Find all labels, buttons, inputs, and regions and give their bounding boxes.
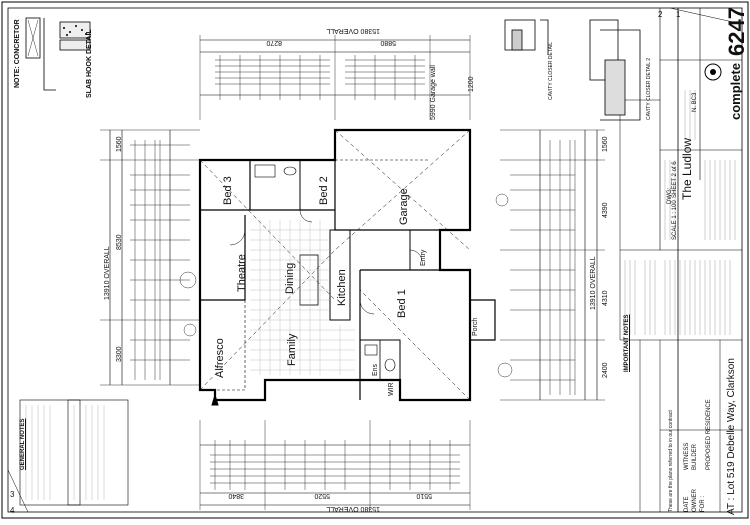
dim-right-d: 2400	[602, 362, 609, 378]
dim-bottom-c: 5510	[416, 492, 432, 499]
dim-bottom-b: 5520	[314, 492, 330, 499]
slab-hook-detail	[25, 17, 91, 91]
inner-border	[7, 7, 743, 513]
garage-wall-note: 5990 Garage wall	[430, 65, 437, 120]
dim-bottom-a: 3840	[228, 492, 244, 499]
scale-label: SCALE 1 : 100	[672, 200, 678, 240]
room-entry: Entry	[420, 249, 427, 266]
logo-icon	[704, 63, 722, 81]
cavity-closer-detail-2: CAVITY CLOSER DETAIL 2	[646, 57, 652, 120]
owner-label: OWNER	[692, 489, 698, 512]
dim-left-a: 1560	[116, 136, 123, 152]
bathroom-fixtures	[254, 164, 396, 372]
room-bed2: Bed 2	[318, 176, 330, 205]
job-number: 6247	[724, 7, 749, 56]
witness-label: WITNESS	[684, 442, 690, 470]
dim-right-overall: 13910 OVERALL	[590, 256, 597, 310]
slab-hook-title: SLAB HOOK DETAIL	[86, 29, 93, 98]
sheet-label: SHEET 2 of 6	[672, 161, 678, 198]
roof-lines	[199, 129, 471, 401]
cavity-closer-detail	[504, 19, 641, 121]
floor-tile-grid	[250, 220, 355, 375]
room-dining: Dining	[284, 262, 296, 294]
concretor-note-title: NOTE: CONCRETOR	[14, 19, 21, 88]
dim-bottom-overall: 15380 OVERALL	[326, 505, 380, 512]
brand-name: complete	[728, 62, 743, 120]
date-label: DATE	[684, 496, 690, 512]
room-porch: Porch	[472, 317, 479, 336]
alfresco-area	[199, 299, 246, 391]
room-bed3: Bed 3	[222, 176, 234, 205]
for-label: FOR :	[700, 496, 706, 512]
dim-left-overall: 13910 OVERALL	[104, 246, 111, 300]
door-swings	[229, 209, 423, 315]
dim-top-b: 5880	[380, 39, 396, 46]
dim-right-c: 4310	[602, 290, 609, 306]
dim-top-c: 1200	[468, 76, 475, 92]
dim-right-a: 1560	[602, 136, 609, 152]
dim-right-b: 4390	[602, 202, 609, 218]
plans-note: These are the plans referred to in our c…	[668, 410, 674, 512]
dim-top-a: 8270	[266, 39, 282, 46]
room-ens: Ens	[372, 363, 379, 376]
corner-number-2: 2	[658, 10, 663, 19]
corner-number-1: 1	[676, 10, 681, 19]
room-wir: WIR	[388, 382, 395, 396]
dim-left-c: 3300	[116, 346, 123, 362]
corner-number-4: 4	[10, 506, 15, 515]
general-notes-box	[19, 399, 129, 506]
title-block	[619, 8, 742, 512]
dim-top-overall: 15380 OVERALL	[326, 27, 380, 34]
important-notes-title: IMPORTANT NOTES	[624, 314, 630, 372]
room-bed1: Bed 1	[396, 289, 408, 318]
room-theatre: Theatre	[236, 254, 248, 292]
proposed-label: PROPOSED RESIDENCE	[706, 399, 712, 470]
room-alfresco: Alfresco	[214, 338, 226, 378]
dimension-lines	[100, 35, 605, 510]
site-address: AT : Lot 519 Debelle Way, Clarkson	[726, 358, 737, 515]
room-kitchen: Kitchen	[336, 269, 348, 306]
room-family: Family	[286, 333, 298, 366]
room-garage: Garage	[398, 188, 410, 225]
cavity-closer-detail-1: CAVITY CLOSER DETAIL	[548, 41, 554, 100]
north-arrow-icon	[211, 393, 219, 406]
landscape-plants	[179, 193, 513, 378]
general-notes-title: GENERAL NOTES	[20, 418, 26, 470]
builder-label: BUILDER	[692, 443, 698, 470]
north-label: N. BC3	[692, 92, 698, 112]
dim-left-b: 8530	[116, 234, 123, 250]
plan-name: The Ludlow	[680, 137, 694, 200]
corner-number-3: 3	[10, 490, 15, 499]
